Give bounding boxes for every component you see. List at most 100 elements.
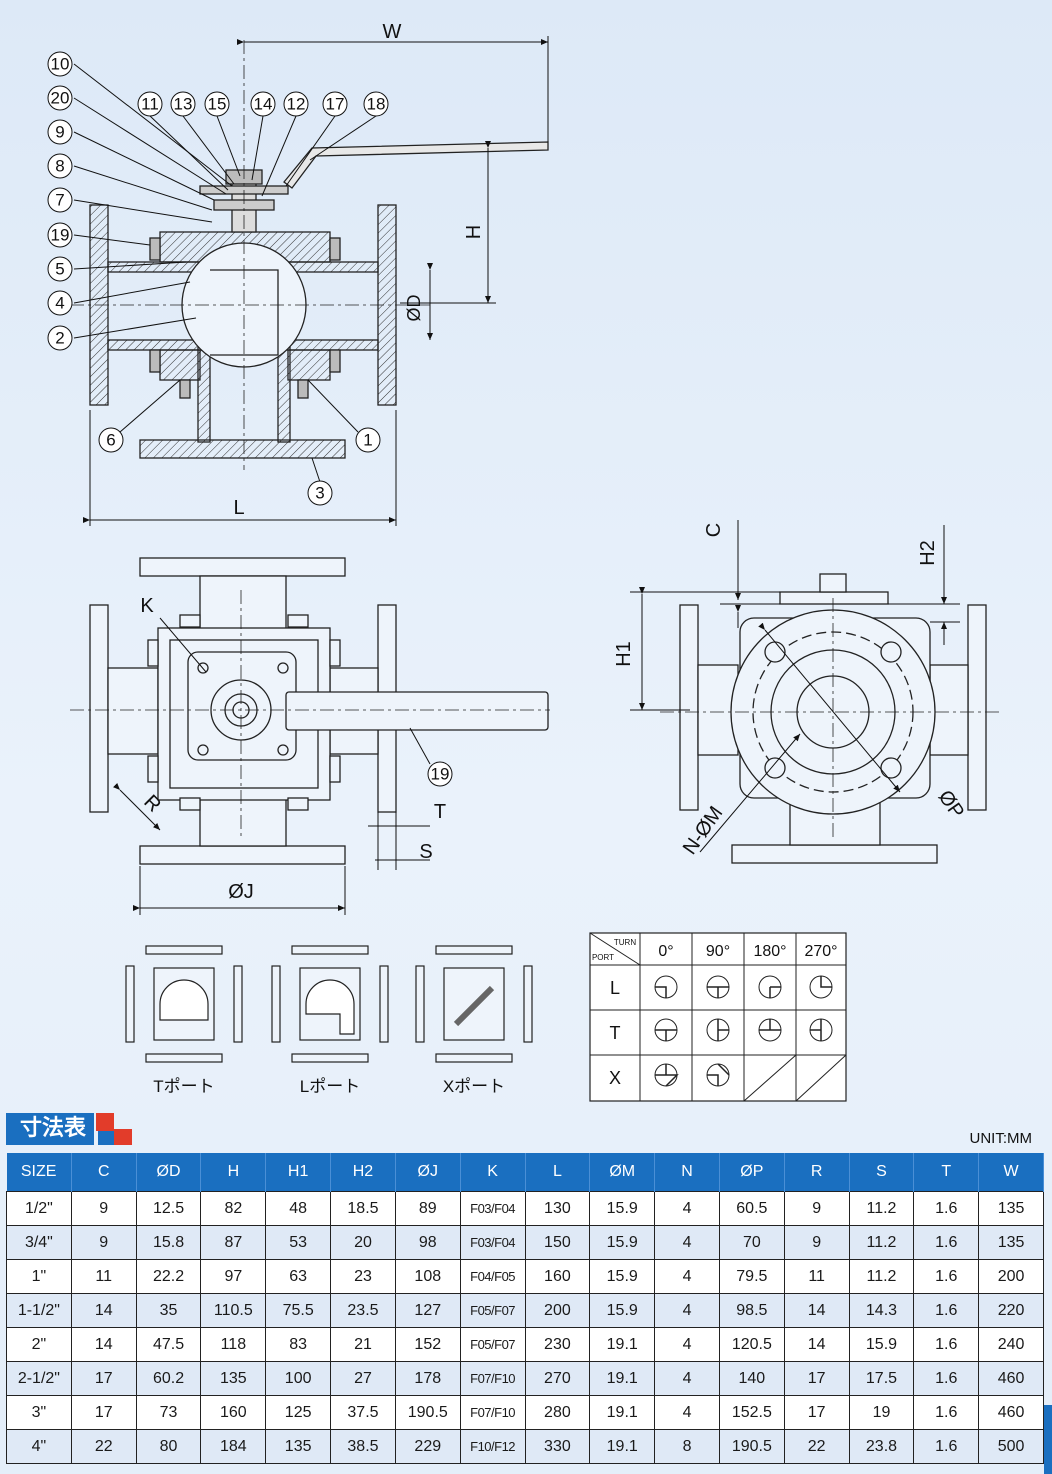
dim-label-l: L — [233, 497, 244, 519]
table-cell: 1.6 — [913, 1395, 980, 1430]
table-cell: 220 — [978, 1293, 1044, 1328]
side-view-dimensions — [630, 520, 960, 853]
table-cell: 27 — [330, 1361, 396, 1396]
angle-270: 270° — [804, 943, 837, 960]
table-cell: 120.5 — [718, 1327, 785, 1362]
table-cell: 79.5 — [718, 1259, 785, 1294]
table-cell: 130 — [524, 1191, 591, 1226]
table-cell: 17 — [70, 1395, 137, 1430]
table-cell: 98 — [394, 1225, 461, 1260]
table-cell: 1/2" — [6, 1191, 72, 1226]
table-cell: 1.6 — [913, 1327, 980, 1362]
dim-label-oj: ØJ — [228, 881, 254, 903]
table-cell: 60.5 — [718, 1191, 785, 1226]
column-header: H — [200, 1153, 267, 1192]
callout-14: 14 — [254, 95, 273, 114]
table-cell: 1" — [6, 1259, 72, 1294]
callout-2: 2 — [55, 329, 64, 348]
callout-20: 20 — [51, 89, 70, 108]
dim-label-h1: H1 — [613, 641, 635, 667]
port-diagram-l — [271, 945, 389, 1063]
decor-square — [98, 1131, 114, 1145]
callout-4: 4 — [55, 294, 64, 313]
table-cell: 22 — [783, 1429, 850, 1464]
table-cell: 11.2 — [848, 1225, 915, 1260]
table-cell: 2" — [6, 1327, 72, 1362]
table-cell: 19.1 — [589, 1327, 656, 1362]
table-cell: 4 — [654, 1293, 720, 1328]
table-cell: 11 — [70, 1259, 137, 1294]
table-cell: 70 — [718, 1225, 785, 1260]
table-cell: 9 — [70, 1191, 137, 1226]
angle-180: 180° — [753, 943, 786, 960]
column-header: K — [460, 1153, 526, 1192]
table-cell: 100 — [265, 1361, 332, 1396]
port-label-x: Xポート — [443, 1077, 505, 1096]
column-header: L — [525, 1153, 591, 1192]
table-cell: 152.5 — [718, 1395, 785, 1430]
column-header: ØP — [719, 1153, 785, 1192]
turn-header: TURN — [614, 938, 636, 947]
table-cell: 200 — [978, 1259, 1044, 1294]
table-cell: 15.9 — [848, 1327, 915, 1362]
table-cell: 4 — [654, 1327, 720, 1362]
table-cell: 98.5 — [718, 1293, 785, 1328]
port-turn-table: TURN PORT 0° 90° 180° 270° L T X — [589, 932, 847, 1102]
callout-5: 5 — [55, 260, 64, 279]
table-cell: 270 — [524, 1361, 591, 1396]
callouts-top: 11 13 15 14 12 17 18 — [137, 91, 389, 197]
callout-side-19: 19 — [427, 761, 453, 787]
flow-icons — [654, 975, 833, 1087]
table-cell: 135 — [200, 1361, 267, 1396]
table-cell: 83 — [265, 1327, 332, 1362]
table-cell: 37.5 — [330, 1395, 396, 1430]
table-cell: 3/4" — [6, 1225, 72, 1260]
column-header: N — [654, 1153, 720, 1192]
table-cell: 460 — [978, 1361, 1044, 1396]
callout-17: 17 — [326, 95, 345, 114]
column-header: SIZE — [6, 1153, 72, 1192]
table-cell: 500 — [978, 1429, 1044, 1464]
table-cell: F03/F04 — [459, 1191, 526, 1226]
table-cell: 152 — [394, 1327, 461, 1362]
row-t: T — [610, 1023, 621, 1043]
table-cell: 9 — [783, 1191, 850, 1226]
callout-12: 12 — [287, 95, 306, 114]
table-cell: 19.1 — [589, 1395, 656, 1430]
table-cell: 17 — [70, 1361, 137, 1396]
table-cell: 4 — [654, 1395, 720, 1430]
table-cell: F05/F07 — [459, 1327, 526, 1362]
table-cell: 1.6 — [913, 1361, 980, 1396]
callout-1: 1 — [363, 431, 372, 450]
edge-strip — [1044, 1405, 1052, 1474]
table-cell: 15.9 — [589, 1225, 656, 1260]
table-cell: 17.5 — [848, 1361, 915, 1396]
column-header: C — [71, 1153, 137, 1192]
table-cell: 89 — [394, 1191, 461, 1226]
row-x: X — [609, 1068, 621, 1088]
angle-0: 0° — [658, 943, 673, 960]
table-cell: F05/F07 — [459, 1293, 526, 1328]
port-label-t: Tポート — [153, 1077, 214, 1096]
table-cell: 21 — [330, 1327, 396, 1362]
table-cell: 330 — [524, 1429, 591, 1464]
table-cell: 2-1/2" — [6, 1361, 72, 1396]
table-cell: 9 — [783, 1225, 850, 1260]
table-cell: 22 — [70, 1429, 137, 1464]
table-cell: 15.8 — [135, 1225, 202, 1260]
dim-label-h2: H2 — [917, 540, 939, 566]
column-header: ØD — [136, 1153, 202, 1192]
table-cell: 1.6 — [913, 1429, 980, 1464]
table-cell: F03/F04 — [459, 1225, 526, 1260]
table-cell: 82 — [200, 1191, 267, 1226]
table-cell: 229 — [394, 1429, 461, 1464]
callout-8: 8 — [55, 157, 64, 176]
table-cell: 150 — [524, 1225, 591, 1260]
table-cell: 87 — [200, 1225, 267, 1260]
table-cell: 17 — [783, 1395, 850, 1430]
